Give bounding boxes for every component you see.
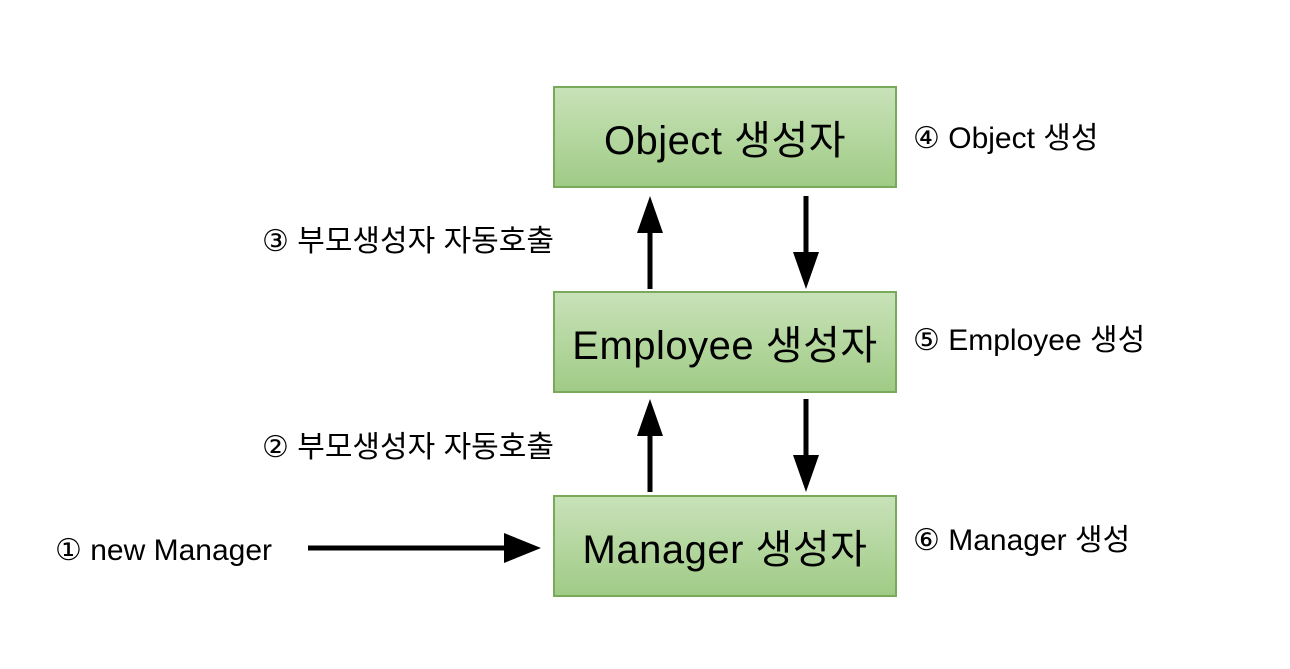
arrow-down-icon xyxy=(793,399,819,492)
label-step2-parent-constructor-auto-call: ② 부모생성자 자동호출 xyxy=(262,431,554,464)
box-manager-constructor-label: Manager 생성자 xyxy=(582,528,868,572)
arrow-down-icon xyxy=(793,196,819,289)
arrow-up-icon xyxy=(637,196,663,289)
label-step5-employee-created: ⑤ Employee 생성 xyxy=(913,324,1146,357)
arrow-up-icon xyxy=(637,399,663,492)
box-manager-constructor: Manager 생성자 xyxy=(553,495,897,597)
label-step3-parent-constructor-auto-call: ③ 부모생성자 자동호출 xyxy=(262,225,554,258)
box-employee-constructor: Employee 생성자 xyxy=(553,291,897,393)
label-step6-manager-created: ⑥ Manager 생성 xyxy=(913,524,1131,557)
label-step1-new-manager: ① new Manager xyxy=(55,534,273,567)
box-employee-constructor-label: Employee 생성자 xyxy=(572,324,878,368)
arrow-right-icon xyxy=(308,533,541,563)
label-step4-object-created: ④ Object 생성 xyxy=(913,122,1099,155)
box-object-constructor: Object 생성자 xyxy=(553,86,897,188)
box-object-constructor-label: Object 생성자 xyxy=(603,119,847,163)
